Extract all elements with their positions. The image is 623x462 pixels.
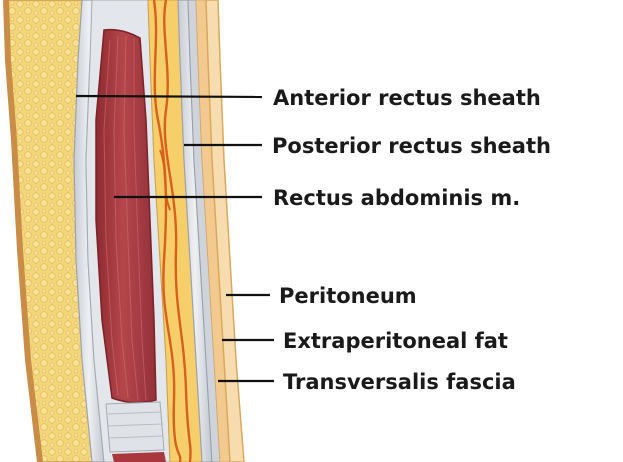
label-anterior-rectus-sheath: Anterior rectus sheath [273,86,541,110]
label-extraperitoneal-fat: Extraperitoneal fat [283,329,508,353]
label-rectus-abdominis: Rectus abdominis m. [273,186,520,210]
label-posterior-rectus-sheath: Posterior rectus sheath [272,134,551,158]
label-peritoneum: Peritoneum [279,284,417,308]
leader-anterior-rectus-sheath [76,96,262,97]
tendinous-intersection [106,402,164,452]
label-transversalis-fascia: Transversalis fascia [283,370,516,394]
